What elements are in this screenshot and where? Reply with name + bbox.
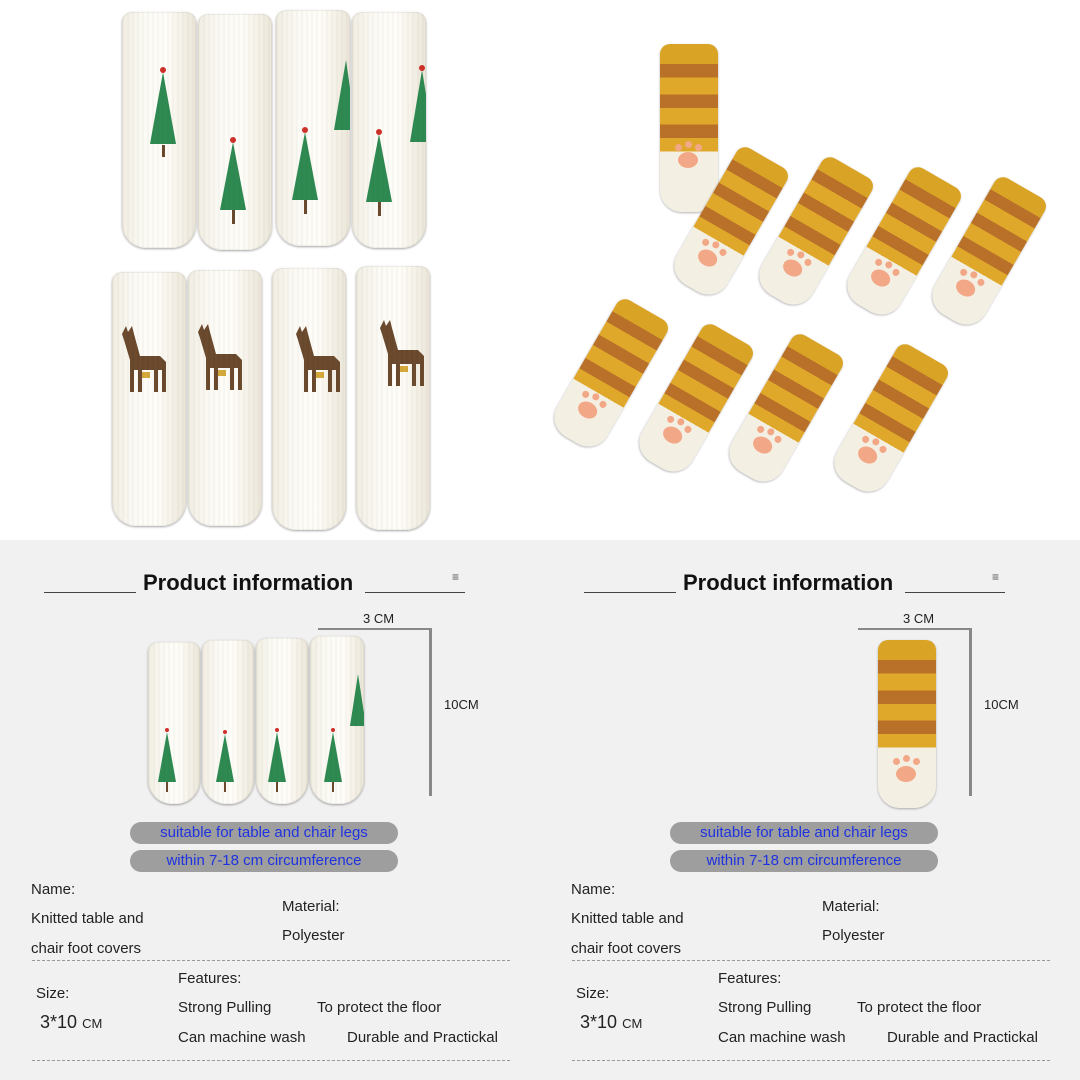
divider (572, 960, 1050, 961)
cat-paw-socks-photo (540, 0, 1080, 540)
size-unit: CM (82, 1016, 103, 1031)
feature-item: Can machine wash (718, 1029, 846, 1046)
dim-width-line (858, 628, 972, 630)
title-rule-right (905, 592, 1005, 593)
deer-sock (188, 270, 262, 526)
size-value: 3*10 CM (40, 1012, 102, 1033)
name-value-line1: Knitted table and (31, 910, 144, 927)
panel-title: Product information (143, 570, 354, 595)
feature-item: Durable and Practickal (347, 1029, 498, 1046)
deer-sock (272, 268, 346, 530)
size-unit: CM (622, 1016, 643, 1031)
name-value-line2: chair foot covers (571, 940, 682, 957)
size-number: 3*10 (580, 1012, 618, 1032)
dim-width-label: 3 CM (903, 611, 935, 626)
circumference-badge: within 7-18 cm circumference (130, 850, 398, 872)
features-label: Features: (718, 970, 782, 987)
divider (572, 1060, 1050, 1061)
name-label: Name: (31, 881, 76, 898)
cat-paw-sock (660, 44, 718, 212)
title-rule-left (584, 592, 676, 593)
menu-lines-icon: ≡ (452, 570, 460, 584)
tree-socks-product-image (148, 636, 378, 808)
suitable-legs-badge: suitable for table and chair legs (130, 822, 398, 844)
tree-sock (276, 10, 350, 246)
features-label: Features: (178, 970, 242, 987)
dim-width-line (318, 628, 432, 630)
cat-paw-sock (826, 340, 952, 500)
dim-height-label: 10CM (984, 697, 1019, 712)
dim-height-line (969, 628, 972, 796)
deer-sock (356, 266, 430, 530)
deer-sock (112, 272, 186, 526)
panel-title: Product information (683, 570, 894, 595)
feature-item: To protect the floor (317, 999, 442, 1016)
feature-item: Can machine wash (178, 1029, 306, 1046)
name-value-line2: chair foot covers (31, 940, 142, 957)
dim-width-label: 3 CM (363, 611, 395, 626)
material-value: Polyester (822, 927, 885, 944)
name-label: Name: (571, 881, 616, 898)
size-label: Size: (576, 985, 610, 1002)
tree-sock (122, 12, 196, 248)
material-label: Material: (282, 898, 340, 915)
size-value: 3*10 CM (580, 1012, 642, 1033)
suitable-legs-badge: suitable for table and chair legs (670, 822, 938, 844)
divider (32, 1060, 510, 1061)
tree-sock (198, 14, 272, 250)
dim-height-label: 10CM (444, 697, 479, 712)
tree-sock (352, 12, 426, 248)
menu-lines-icon: ≡ (992, 570, 1000, 584)
title-rule-left (44, 592, 136, 593)
feature-item: Durable and Practickal (887, 1029, 1038, 1046)
cat-paw-product-image (878, 640, 936, 808)
product-info-panel-tree: Product information ≡ 3 CM 10CM suitable… (0, 540, 540, 1080)
feature-item: Strong Pulling (178, 999, 272, 1016)
product-info-panel-cat: Product information ≡ 3 CM 10CM suitable… (540, 540, 1080, 1080)
dim-height-line (429, 628, 432, 796)
feature-item: Strong Pulling (718, 999, 812, 1016)
material-label: Material: (822, 898, 880, 915)
size-number: 3*10 (40, 1012, 78, 1032)
size-label: Size: (36, 985, 70, 1002)
material-value: Polyester (282, 927, 345, 944)
divider (32, 960, 510, 961)
name-value-line1: Knitted table and (571, 910, 684, 927)
title-rule-right (365, 592, 465, 593)
feature-item: To protect the floor (857, 999, 982, 1016)
circumference-badge: within 7-18 cm circumference (670, 850, 938, 872)
christmas-socks-photo (100, 0, 450, 540)
